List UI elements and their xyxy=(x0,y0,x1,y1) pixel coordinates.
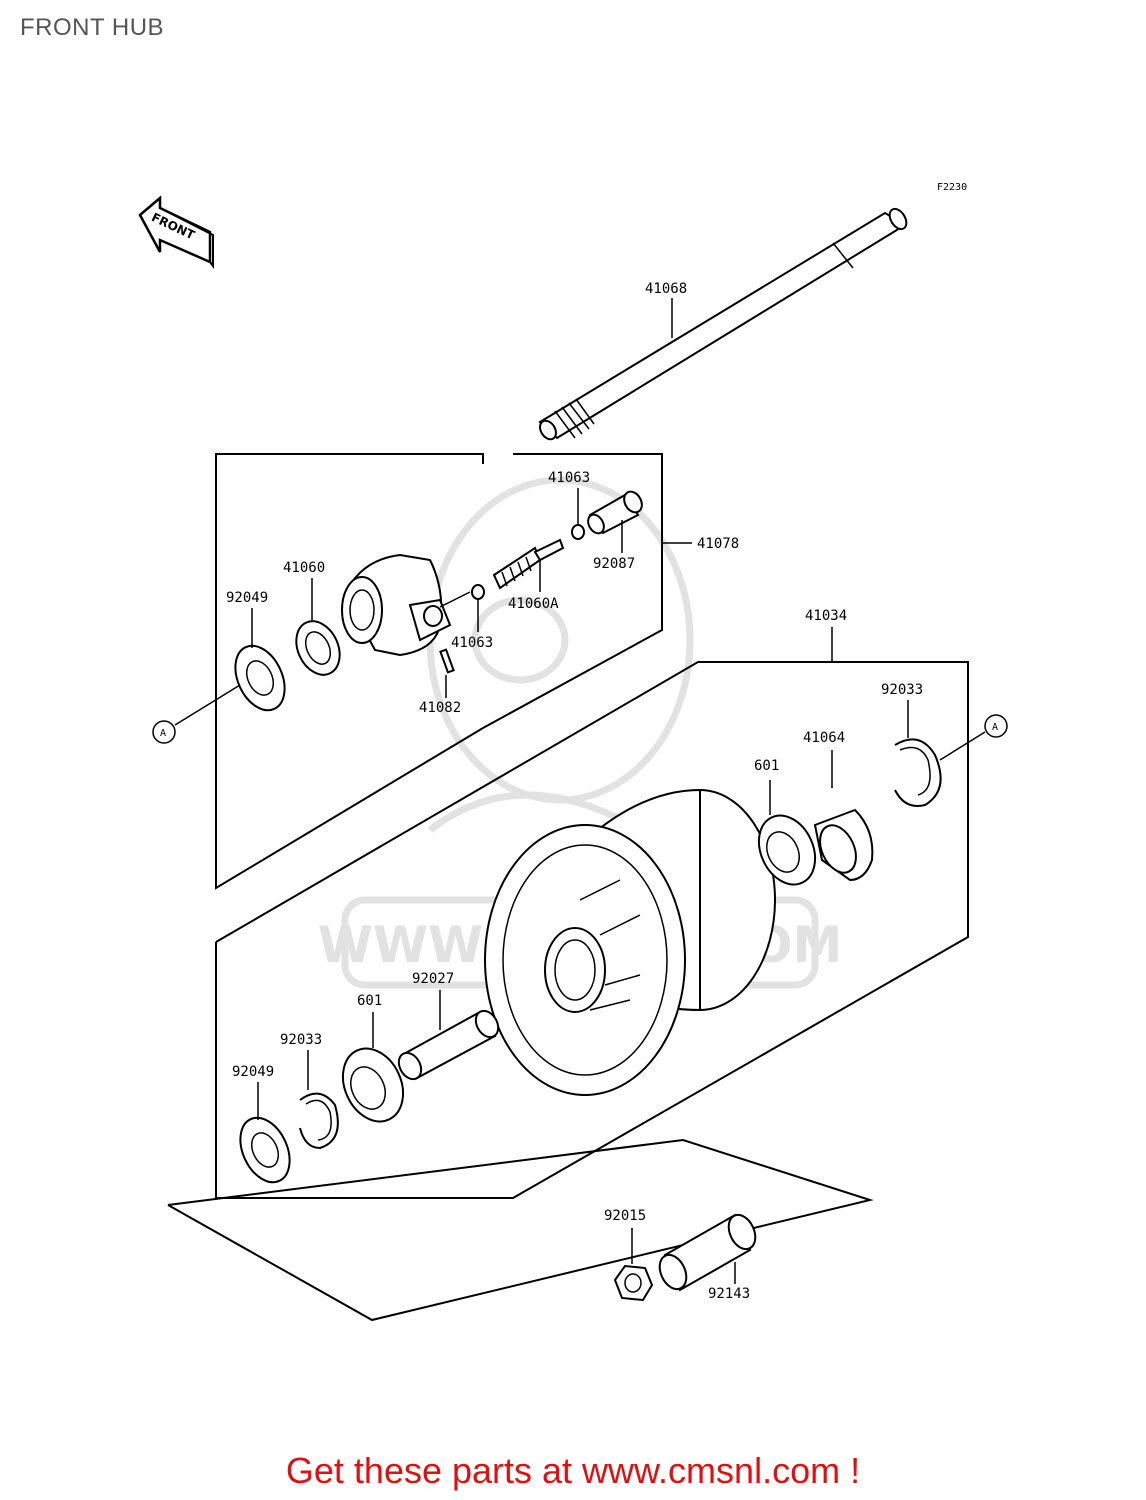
label-41068: 41068 xyxy=(645,281,687,297)
bearing-left-part xyxy=(341,1047,405,1123)
seal-lower-part xyxy=(239,1116,291,1184)
ref-marker-right xyxy=(984,714,1008,738)
label-41082: 41082 xyxy=(419,700,461,716)
circlip-left-part xyxy=(299,1092,339,1150)
washer-upper-part xyxy=(571,524,585,540)
label-92015: 92015 xyxy=(604,1208,646,1224)
washer-lower-part xyxy=(471,584,485,600)
spacer-part xyxy=(397,1009,500,1081)
label-601-left: 601 xyxy=(357,993,382,1009)
ref-marker-right-label: A xyxy=(992,722,998,733)
pinion-gear-part xyxy=(492,538,565,590)
label-41064: 41064 xyxy=(803,730,845,746)
label-41078: 41078 xyxy=(697,536,739,552)
drive-gear-part xyxy=(295,620,341,676)
label-41060: 41060 xyxy=(283,560,325,576)
axle-part xyxy=(538,207,908,441)
bushing-part xyxy=(587,490,643,535)
nut-part xyxy=(613,1264,654,1302)
gear-housing-part xyxy=(341,553,452,657)
figure-code: F2230 xyxy=(937,182,967,193)
label-92033-left: 92033 xyxy=(280,1032,322,1048)
drive-plate-part xyxy=(813,808,874,882)
circlip-right-part xyxy=(894,738,942,807)
ref-marker-left-label: A xyxy=(160,728,166,739)
collar-part xyxy=(658,1213,757,1292)
label-92049-lower: 92049 xyxy=(232,1064,274,1080)
bearing-right-part xyxy=(757,814,817,886)
label-41063-lower: 41063 xyxy=(451,635,493,651)
label-92033-right: 92033 xyxy=(881,682,923,698)
front-arrow-icon: FRONT xyxy=(138,195,214,269)
label-41063-upper: 41063 xyxy=(548,470,590,486)
label-601-right: 601 xyxy=(754,758,779,774)
pin-part xyxy=(439,648,455,674)
page-title: FRONT HUB xyxy=(20,14,165,41)
promo-link[interactable]: Get these parts at www.cmsnl.com ! xyxy=(285,1450,861,1491)
label-92027: 92027 xyxy=(412,971,454,987)
seal-upper-part xyxy=(234,644,286,712)
label-41034: 41034 xyxy=(805,608,847,624)
label-92087: 92087 xyxy=(593,556,635,572)
label-92143: 92143 xyxy=(708,1286,750,1302)
hub-part xyxy=(484,788,776,1096)
label-92049-upper: 92049 xyxy=(226,590,268,606)
label-41060A: 41060A xyxy=(508,596,559,612)
ref-marker-left xyxy=(152,720,176,744)
